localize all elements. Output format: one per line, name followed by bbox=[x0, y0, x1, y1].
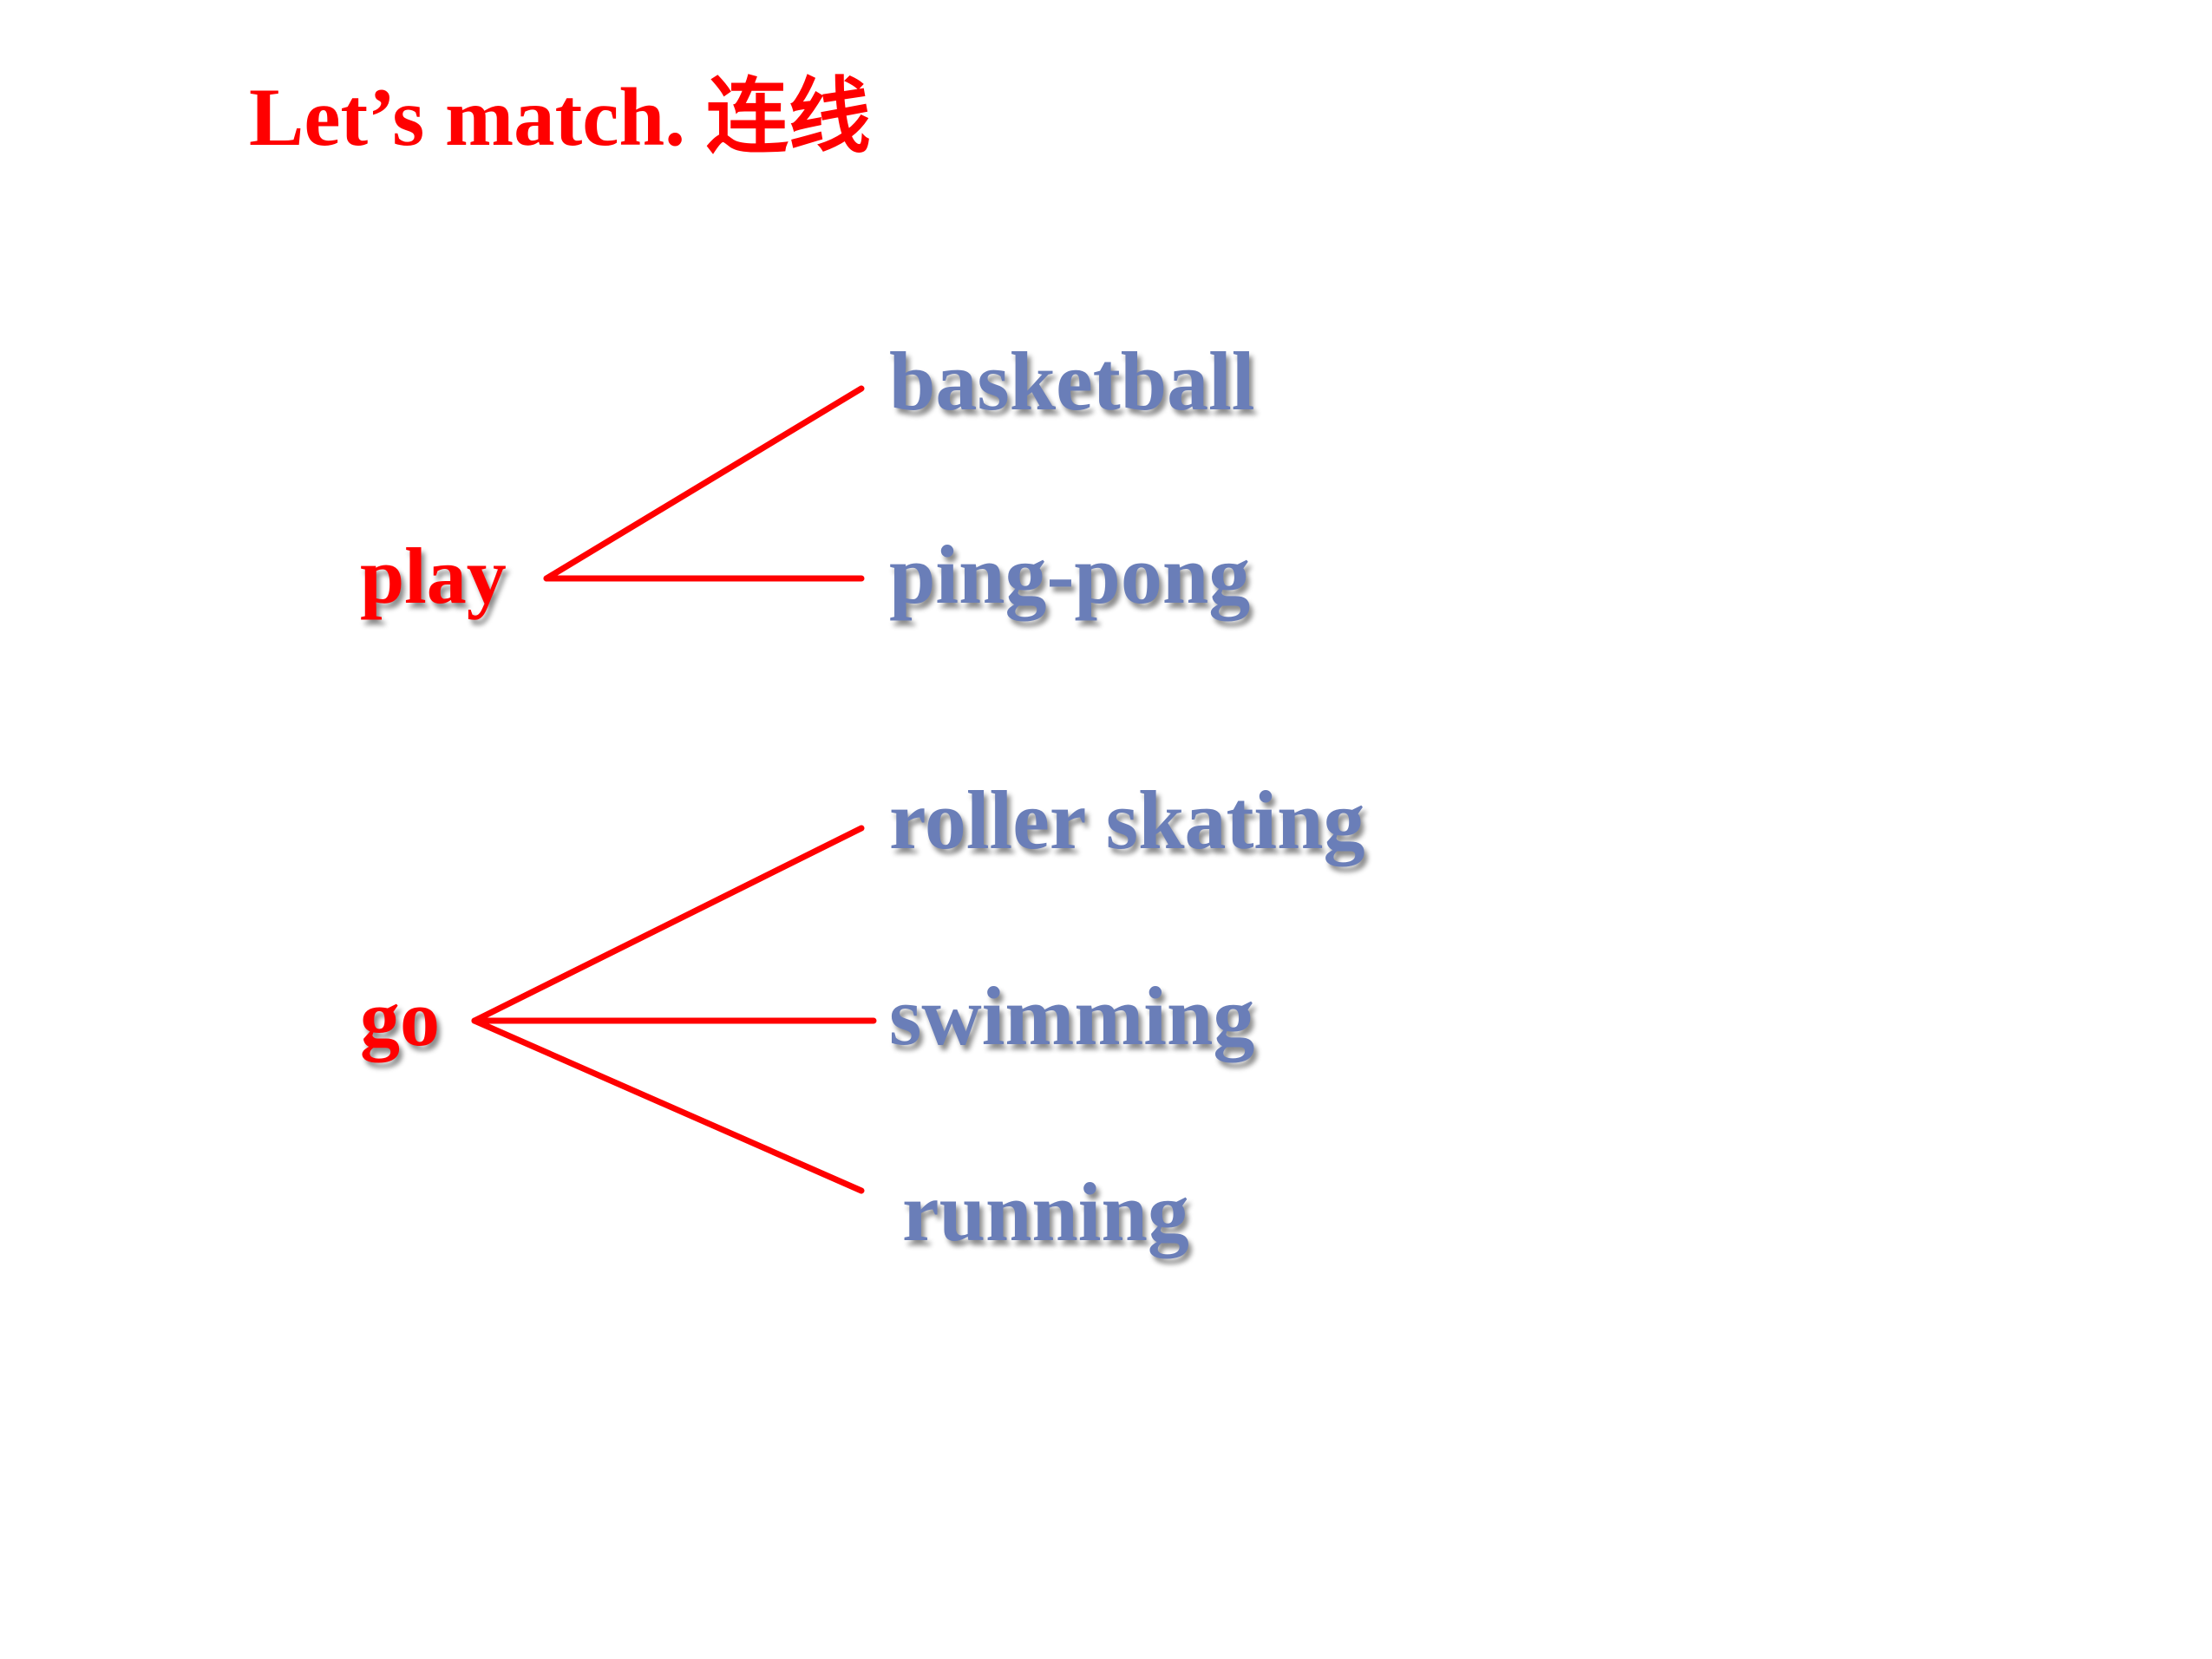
verb-go: go bbox=[360, 974, 440, 1062]
object-basketball: basketball bbox=[889, 335, 1255, 428]
match-line-go-roller-skating bbox=[471, 825, 865, 1024]
object-swimming: swimming bbox=[889, 970, 1255, 1062]
match-line-play-basketball bbox=[543, 385, 865, 582]
slide-title: Let’s match. 连线 bbox=[249, 71, 871, 163]
verb-play: play bbox=[360, 532, 507, 620]
object-ping-pong: ping-pong bbox=[889, 528, 1251, 621]
object-running: running bbox=[902, 1166, 1189, 1258]
object-roller-skating: roller skating bbox=[889, 774, 1365, 866]
match-line-go-running bbox=[471, 1017, 865, 1194]
